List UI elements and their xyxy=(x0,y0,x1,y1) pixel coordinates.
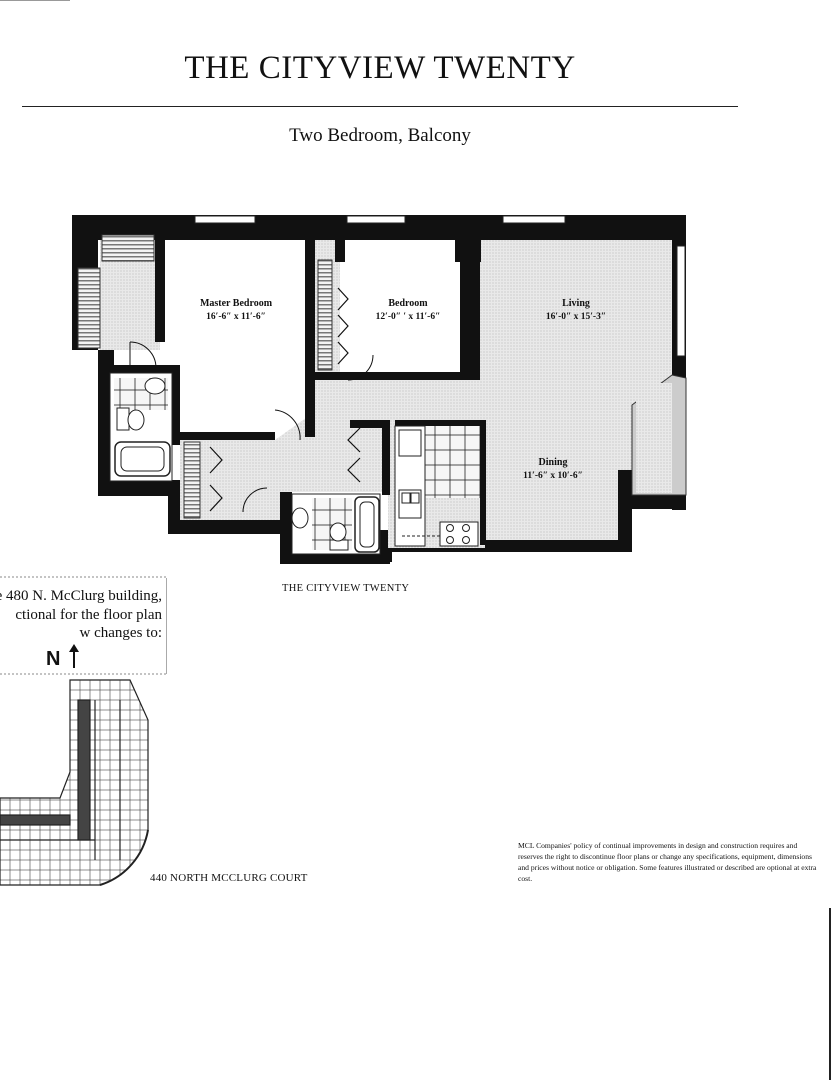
room-name-master-bedroom: Master Bedroom xyxy=(200,298,273,309)
side-note-line-1: he 480 N. McClurg building, xyxy=(0,588,162,604)
room-dims-bedroom: 12′-0″ ′ x 11′-6″ xyxy=(376,312,441,322)
room-name-living: Living xyxy=(562,298,590,309)
scan-edge-mark-top xyxy=(0,0,70,1)
closet-doors xyxy=(209,287,361,512)
side-note: he 480 N. McClurg building, ctional for … xyxy=(0,578,167,674)
room-name-dining: Dining xyxy=(539,457,568,468)
plan-caption: THE CITYVIEW TWENTY xyxy=(282,583,410,594)
interior-walls xyxy=(110,232,486,545)
room-labels: Master Bedroom 16′-6″ x 11′-6″ Bedroom 1… xyxy=(200,298,606,481)
kitchen xyxy=(394,425,480,547)
bathroom-2 xyxy=(291,493,381,555)
door-swings xyxy=(129,341,374,513)
room-dims-dining: 11′-6″ x 10′-6″ xyxy=(523,471,583,481)
title-divider xyxy=(22,106,738,107)
closets xyxy=(77,234,333,519)
north-label: N xyxy=(46,648,61,670)
north-arrow-icon xyxy=(69,644,79,668)
side-note-line-3: w changes to: xyxy=(79,625,162,641)
disclaimer-text: MCL Companies' policy of continual impro… xyxy=(518,841,817,883)
room-dims-master-bedroom: 16′-6″ x 11′-6″ xyxy=(206,312,266,322)
windows xyxy=(194,215,686,357)
room-name-bedroom: Bedroom xyxy=(388,298,428,309)
building-site-plan xyxy=(0,679,149,886)
page-subtitle: Two Bedroom, Balcony xyxy=(289,125,471,146)
bathroom-1 xyxy=(109,372,173,482)
page-title: THE CITYVIEW TWENTY xyxy=(184,50,576,86)
balcony-floor xyxy=(636,383,672,493)
building-caption: 440 NORTH MCCLURG COURT xyxy=(150,872,308,884)
scan-edge-mark xyxy=(829,908,831,1080)
side-note-line-2: ctional for the floor plan xyxy=(15,607,162,623)
room-dims-living: 16′-0″ x 15′-3″ xyxy=(546,312,606,322)
